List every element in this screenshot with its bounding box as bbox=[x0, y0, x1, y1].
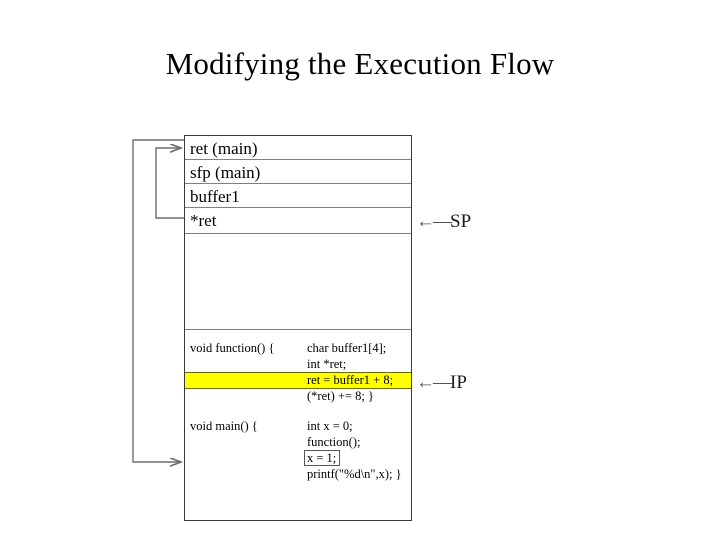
function-body-lines: char buffer1[4]; int *ret; ret = buffer1… bbox=[307, 340, 393, 404]
stack-row-label: sfp (main) bbox=[190, 163, 261, 182]
stack-row-ret-main: ret (main) bbox=[185, 136, 411, 160]
connector-retmain-to-main bbox=[132, 139, 184, 462]
ip-label: IP bbox=[450, 372, 467, 393]
code-line: function(); bbox=[307, 435, 361, 449]
stack-row-label: *ret bbox=[190, 211, 217, 230]
highlighted-line-band bbox=[185, 372, 411, 389]
stack-row-label: buffer1 bbox=[190, 187, 240, 206]
ip-left-arrow-icon: ←— bbox=[416, 372, 452, 393]
stack-diagram: ret (main) sfp (main) buffer1 *ret void … bbox=[184, 135, 412, 521]
stack-row-star-ret: *ret bbox=[185, 208, 411, 234]
code-line: (*ret) += 8; } bbox=[307, 389, 374, 403]
connector-starret-to-retmain bbox=[155, 148, 184, 219]
sp-label: SP bbox=[450, 211, 472, 232]
code-line: int x = 0; bbox=[307, 419, 353, 433]
page-title: Modifying the Execution Flow bbox=[165, 45, 555, 81]
function-signature: void function() { bbox=[190, 341, 275, 355]
code-line-highlighted: ret = buffer1 + 8; bbox=[307, 373, 394, 387]
code-line: int *ret; bbox=[307, 357, 347, 371]
stack-row-label: ret (main) bbox=[190, 139, 258, 158]
code-line-boxed: x = 1; bbox=[304, 450, 402, 466]
boxed-statement: x = 1; bbox=[304, 450, 341, 466]
code-line: printf("%d\n",x); } bbox=[307, 467, 402, 481]
stack-row-buffer1: buffer1 bbox=[185, 184, 411, 208]
main-signature: void main() { bbox=[190, 419, 258, 433]
stack-row-sfp-main: sfp (main) bbox=[185, 160, 411, 184]
code-line: char buffer1[4]; bbox=[307, 341, 387, 355]
code-listing: void function() { char buffer1[4]; int *… bbox=[185, 330, 411, 520]
main-body-lines: int x = 0; function(); x = 1; printf("%d… bbox=[304, 418, 402, 482]
sp-left-arrow-icon: ←— bbox=[416, 211, 452, 232]
stack-empty-space bbox=[185, 234, 411, 330]
